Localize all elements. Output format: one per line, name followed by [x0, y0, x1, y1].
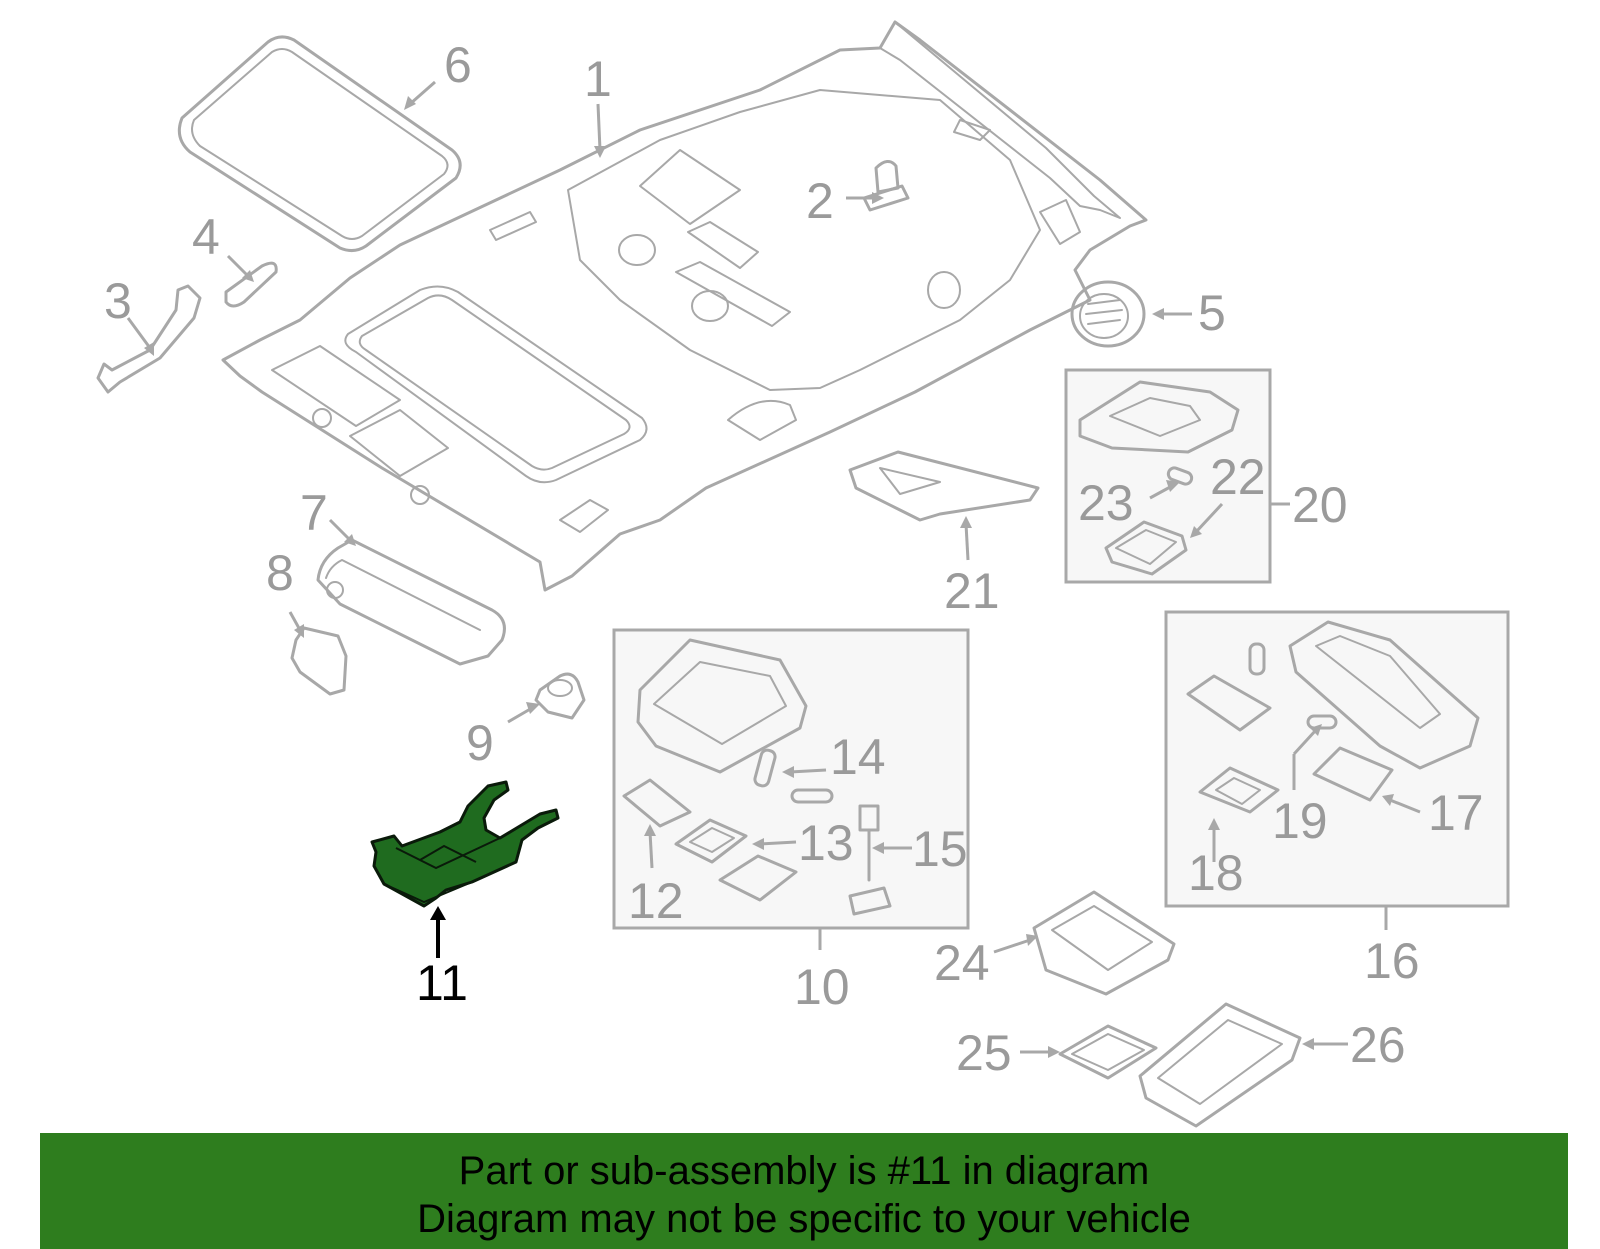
part-4-cover[interactable]: [224, 261, 278, 308]
callout-16: 16: [1364, 933, 1420, 989]
callout-4: 4: [192, 209, 220, 265]
part-8-visor-holder[interactable]: [290, 626, 348, 696]
part-24-module[interactable]: [1032, 890, 1176, 996]
part-19-bulb[interactable]: [1306, 714, 1338, 730]
part-9-visor-clip[interactable]: [534, 672, 586, 720]
callout-12: 12: [628, 873, 684, 929]
callout-15: 15: [912, 821, 968, 877]
part-13-switch[interactable]: [674, 818, 748, 864]
part-20-lamp-assembly[interactable]: [1078, 380, 1240, 454]
callout-17: 17: [1428, 785, 1484, 841]
part-21-bracket[interactable]: [848, 450, 1040, 522]
part-3-grab-handle[interactable]: [96, 284, 202, 394]
callout-1: 1: [584, 51, 612, 107]
part-17-lens[interactable]: [1312, 746, 1394, 802]
callout-19: 19: [1272, 793, 1328, 849]
callout-21: 21: [944, 563, 1000, 619]
callout-20: 20: [1292, 477, 1348, 533]
part-23-bulb[interactable]: [1166, 466, 1194, 486]
leader-lines: [126, 80, 1421, 1058]
part-11-highlighted-bracket[interactable]: [370, 780, 560, 908]
banner-line-2: Diagram may not be specific to your vehi…: [417, 1197, 1191, 1241]
part-15-harness[interactable]: [848, 804, 892, 916]
callout-11-highlighted: 11: [416, 955, 468, 1011]
part-1-headliner[interactable]: [221, 20, 1148, 592]
callout-9: 9: [466, 715, 494, 771]
callout-24: 24: [934, 935, 990, 991]
info-banner: Part or sub-assembly is #11 in diagram D…: [40, 1133, 1568, 1249]
part-16-lens-left[interactable]: [1186, 674, 1272, 732]
banner-line-1: Part or sub-assembly is #11 in diagram: [458, 1149, 1150, 1193]
part-26-bezel[interactable]: [1138, 1002, 1302, 1128]
callout-23: 23: [1078, 475, 1134, 531]
callout-14: 14: [830, 729, 886, 785]
callout-numbers: 6 1 2 4 3 5 7 8 9 21 22 23 20 14 13 15 1…: [104, 37, 1484, 1081]
callout-18: 18: [1188, 845, 1244, 901]
part-25-lens[interactable]: [1058, 1024, 1158, 1080]
assembly-16-box: [1164, 610, 1510, 908]
callout-25: 25: [956, 1025, 1012, 1081]
part-16-overhead-console[interactable]: [1288, 620, 1480, 770]
part-18-switch[interactable]: [1198, 766, 1280, 814]
callout-10: 10: [794, 959, 850, 1015]
callout-7: 7: [300, 485, 328, 541]
part-5-round-grille[interactable]: [1070, 280, 1146, 348]
callout-8: 8: [266, 545, 294, 601]
part-7-sun-visor[interactable]: [316, 538, 506, 666]
part-12-cover[interactable]: [622, 778, 692, 828]
callout-5: 5: [1198, 285, 1226, 341]
callout-3: 3: [104, 273, 132, 329]
callout-6: 6: [444, 37, 472, 93]
part-22-lens[interactable]: [1104, 520, 1188, 576]
callout-13: 13: [798, 815, 854, 871]
callout-26: 26: [1350, 1017, 1406, 1073]
part-10-console[interactable]: [636, 638, 808, 774]
callout-22: 22: [1210, 449, 1266, 505]
part-16-bulb[interactable]: [1248, 642, 1266, 676]
part-12b-lens[interactable]: [718, 854, 798, 902]
part-6-sunroof-glass[interactable]: [177, 35, 462, 253]
part-2-clip[interactable]: [862, 160, 910, 212]
part-14-bulb[interactable]: [753, 748, 834, 804]
callout-2: 2: [806, 173, 834, 229]
